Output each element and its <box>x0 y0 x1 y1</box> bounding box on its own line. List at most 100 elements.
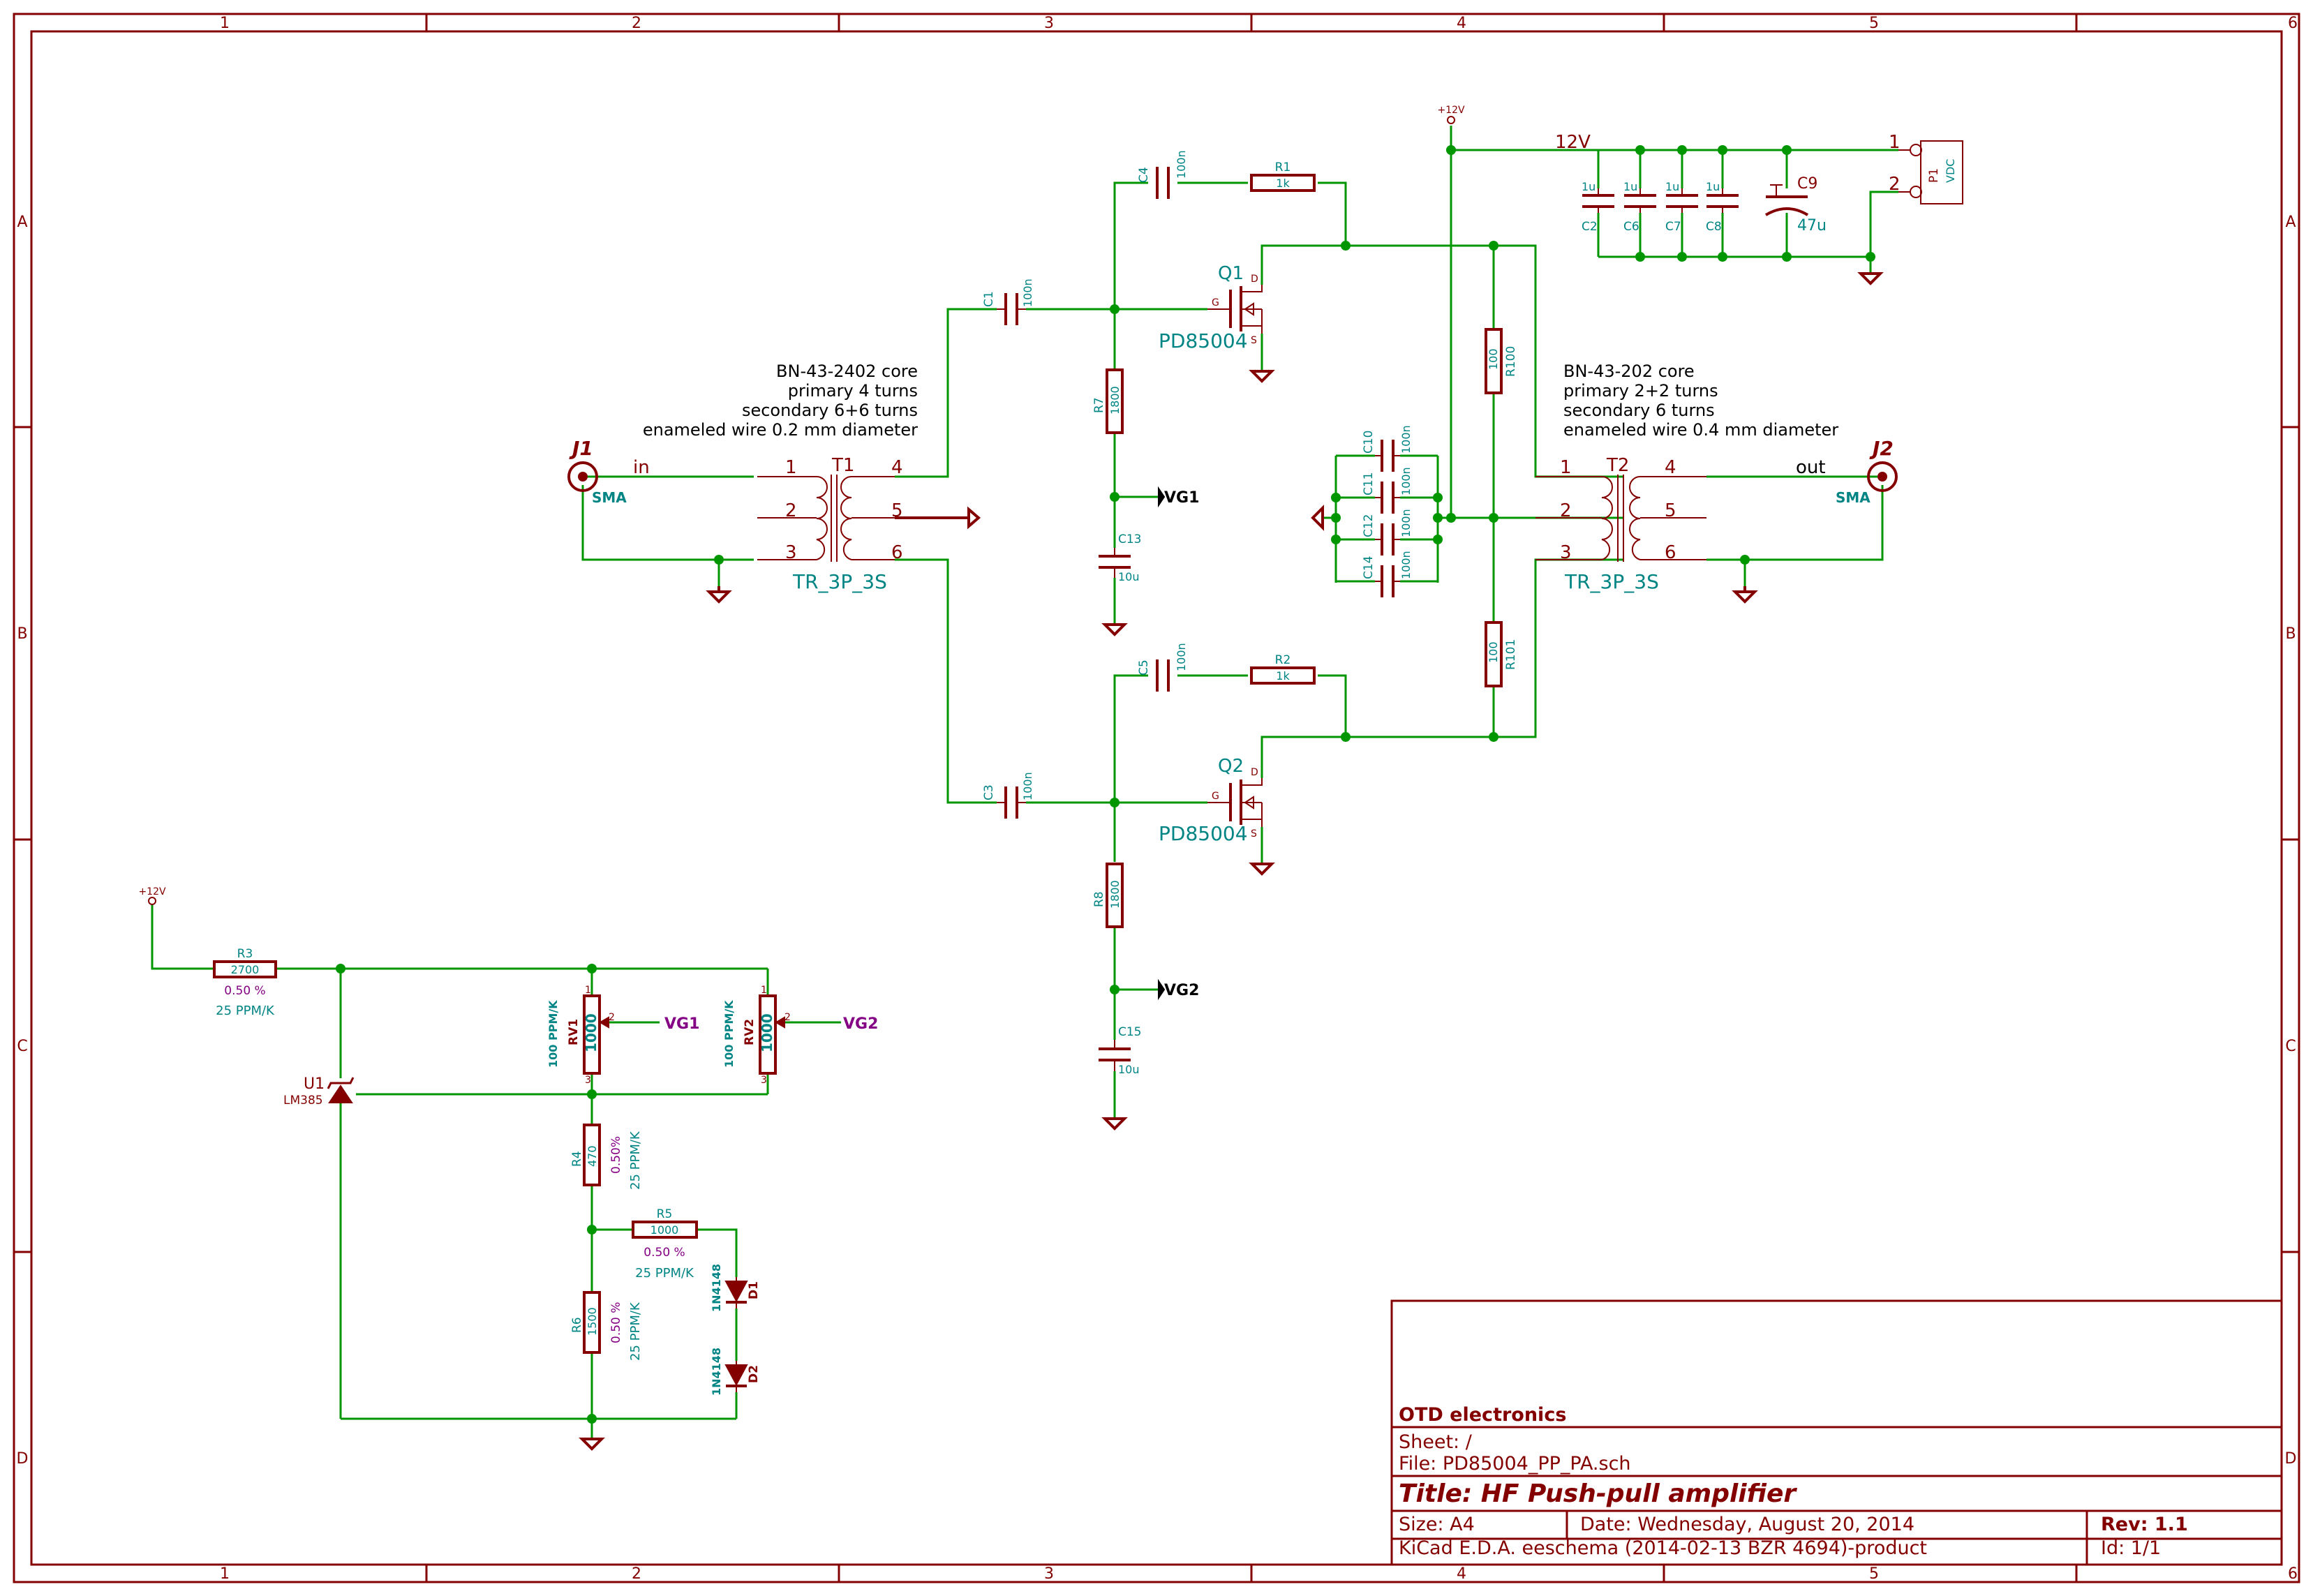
net-label-12v: 12V <box>1555 132 1591 153</box>
t2-pin-1: 1 <box>1560 457 1572 478</box>
q2-gate-label: G <box>1212 791 1219 802</box>
c9-value: 47u <box>1797 217 1827 234</box>
c14-value: 100n <box>1399 551 1413 579</box>
r8-ref: R8 <box>1092 891 1106 907</box>
c2-ref: C2 <box>1582 220 1598 234</box>
capacitor-c8: C8 1u <box>1706 180 1739 234</box>
d2-value: 1N4148 <box>710 1348 723 1396</box>
c3-value: 100n <box>1021 772 1034 800</box>
title-size: Size: A4 <box>1399 1514 1475 1535</box>
trimmer-rv1: 1 2 3 RV1 1000 100 PPM/K <box>546 985 615 1086</box>
resistor-r1: R1 1k <box>1250 161 1316 192</box>
net-label-vg2: VG2 <box>1164 982 1199 999</box>
r101-value: 100 <box>1487 641 1500 663</box>
power-flag-icon <box>1447 116 1455 124</box>
col-label-4-bottom: 4 <box>1457 1565 1466 1583</box>
title-tool: KiCad E.D.A. eeschema (2014-02-13 BZR 46… <box>1399 1537 1927 1559</box>
q1-drain-label: D <box>1251 274 1258 285</box>
note-t1-line: BN-43-2402 core <box>776 361 918 381</box>
c1-value: 100n <box>1021 278 1034 307</box>
resistor-r101: 100 R101 <box>1485 621 1518 687</box>
q2-value: PD85004 <box>1159 822 1248 845</box>
r4-tolerance: 0.50% <box>609 1136 623 1174</box>
c6-value: 1u <box>1623 180 1637 193</box>
r5-value: 1000 <box>650 1223 679 1237</box>
capacitor-c10: C10 100n <box>1362 425 1413 472</box>
title-id: Id: 1/1 <box>2101 1537 2161 1559</box>
t1-pin-2: 2 <box>785 500 797 521</box>
r6-tolerance: 0.50 % <box>609 1302 623 1343</box>
note-t1-line: primary 4 turns <box>788 381 918 401</box>
ground-icon <box>1101 1117 1128 1131</box>
c6-ref: C6 <box>1623 220 1639 234</box>
transformer-t2: 1 2 3 4 5 6 T2 TR_3P_3S <box>1535 455 1706 593</box>
p1-pin-2: 2 <box>1889 174 1901 195</box>
sheet-frame: 1 2 3 4 5 6 1 2 3 4 5 6 A B C D A B C D <box>13 13 2300 1583</box>
t1-ref: T1 <box>831 455 854 476</box>
c10-value: 100n <box>1399 425 1413 454</box>
col-label-6-bottom: 6 <box>2288 1565 2298 1583</box>
power-flag-label: +12V <box>1437 105 1465 116</box>
p1-value: VDC <box>1944 159 1957 183</box>
resistor-r6: R6 1500 0.50 % 25 PPM/K <box>570 1291 643 1361</box>
row-label-a-right: A <box>2285 214 2296 231</box>
r4-ref: R4 <box>570 1151 584 1167</box>
capacitor-c9: C9 47u <box>1764 175 1827 234</box>
q1-ref: Q1 <box>1218 263 1244 284</box>
t1-pin-3: 3 <box>785 542 797 563</box>
t2-ref: T2 <box>1606 455 1629 476</box>
c13-ref: C13 <box>1118 532 1142 546</box>
rv2-pin-3: 3 <box>761 1075 767 1086</box>
col-label-2-bottom: 2 <box>632 1565 641 1583</box>
reference-u1: U1 LM385 <box>283 1075 355 1107</box>
ground-icon <box>1311 505 1324 531</box>
q1-source-label: S <box>1251 335 1257 346</box>
rv1-value: 1000 <box>583 1013 600 1052</box>
capacitor-c11: C11 100n <box>1362 467 1413 514</box>
rv1-pin-2: 2 <box>609 1012 615 1023</box>
r3-tempco: 25 PPM/K <box>216 1004 275 1018</box>
d2-ref: D2 <box>747 1365 761 1383</box>
rv2-value: 1000 <box>759 1013 775 1052</box>
q2-source-label: S <box>1251 828 1257 840</box>
row-label-c: C <box>17 1038 27 1055</box>
r7-ref: R7 <box>1092 397 1106 413</box>
c10-ref: C10 <box>1362 430 1376 454</box>
capacitor-c7: C7 1u <box>1665 180 1698 234</box>
col-label-2: 2 <box>632 15 641 32</box>
zener-icon <box>328 1084 353 1103</box>
c9-ref: C9 <box>1797 175 1817 193</box>
c5-ref: C5 <box>1137 659 1151 676</box>
capacitor-c3: C3 100n <box>982 772 1034 819</box>
junctions <box>336 145 1875 1424</box>
j1-value: SMA <box>592 489 627 506</box>
title-date: Date: Wednesday, August 20, 2014 <box>1580 1514 1914 1535</box>
r5-ref: R5 <box>657 1207 673 1221</box>
note-t2-line: enameled wire 0.4 mm diameter <box>1563 420 1838 440</box>
c11-value: 100n <box>1399 467 1413 495</box>
resistor-r8: R8 1800 <box>1092 863 1124 928</box>
t2-pin-6: 6 <box>1665 542 1676 563</box>
resistor-r100: 100 R100 <box>1485 328 1518 394</box>
title-company: OTD electronics <box>1399 1404 1566 1426</box>
wiper-arrow-icon <box>775 1016 785 1029</box>
col-label-1-bottom: 1 <box>220 1565 230 1583</box>
r100-ref: R100 <box>1504 346 1518 377</box>
r6-ref: R6 <box>570 1317 584 1333</box>
rv2-ref: RV2 <box>743 1019 757 1045</box>
row-label-c-right: C <box>2285 1038 2296 1055</box>
col-label-6: 6 <box>2288 15 2298 32</box>
t2-pin-5: 5 <box>1665 500 1676 521</box>
title-rev: Rev: 1.1 <box>2101 1514 2188 1535</box>
r100-value: 100 <box>1487 348 1500 370</box>
col-label-4: 4 <box>1457 15 1466 32</box>
rv2-tempco: 100 PPM/K <box>722 1000 736 1068</box>
q1-value: PD85004 <box>1159 329 1248 352</box>
capacitor-c15: C15 10u <box>1099 1025 1142 1076</box>
q2-drain-label: D <box>1251 767 1258 778</box>
r4-value: 470 <box>586 1145 599 1167</box>
r6-tempco: 25 PPM/K <box>628 1302 643 1361</box>
c15-ref: C15 <box>1118 1025 1142 1039</box>
wiper-arrow-icon <box>599 1016 609 1029</box>
r2-ref: R2 <box>1275 653 1291 667</box>
